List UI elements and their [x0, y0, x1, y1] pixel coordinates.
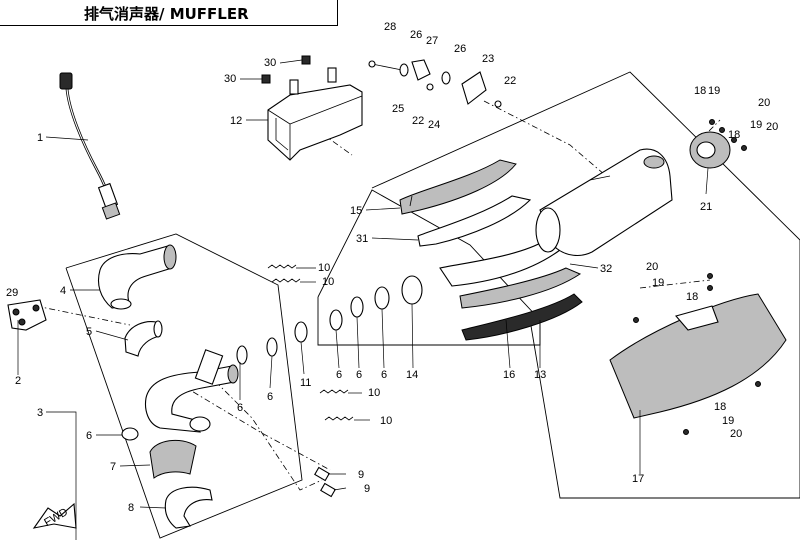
callout-30: 30 — [264, 57, 276, 69]
callout-10: 10 — [318, 262, 330, 274]
callout-20: 20 — [758, 97, 770, 109]
front-pipe-part-4 — [97, 244, 177, 310]
callout-1: 1 — [37, 132, 43, 144]
callout-20: 20 — [730, 428, 742, 440]
callout-10: 10 — [322, 276, 334, 288]
callout-22: 22 — [412, 115, 424, 127]
tail-pipe-part-16 — [439, 239, 583, 341]
callout-18: 18 — [728, 129, 740, 141]
callout-30: 30 — [224, 73, 236, 85]
connector-pipe-part-5 — [124, 320, 163, 357]
callout-11: 11 — [300, 377, 311, 389]
centerline — [205, 371, 323, 491]
callout-28: 28 — [384, 21, 396, 33]
callout-19: 19 — [750, 119, 762, 131]
forward-arrow-icon: FWD — [32, 502, 77, 529]
group-frame-muffler — [371, 71, 800, 499]
fasteners-18-19-20 — [633, 119, 761, 435]
centerline — [483, 100, 606, 176]
callout-26: 26 — [454, 43, 466, 55]
callout-27: 27 — [426, 35, 438, 47]
flange-bracket-part-2 — [7, 299, 47, 331]
callout-7: 7 — [110, 461, 116, 473]
callout-32: 32 — [600, 263, 612, 275]
callout-13: 13 — [534, 369, 546, 381]
muffler-body — [535, 148, 673, 257]
end-cap-part-21 — [689, 131, 731, 169]
callout-20: 20 — [646, 261, 658, 273]
heat-shield-part-17 — [609, 293, 787, 419]
leader-lines — [17, 59, 709, 540]
callout-16: 16 — [503, 369, 515, 381]
diagram-title: 排气消声器/ MUFFLER — [84, 5, 249, 23]
group-frame-3 — [65, 233, 303, 539]
callout-19: 19 — [652, 277, 664, 289]
bolts-part-9 — [314, 466, 336, 498]
springs-part-10 — [267, 264, 354, 421]
centerline — [639, 279, 711, 289]
callout-14: 14 — [406, 369, 418, 381]
callout-labels: 1 2 3 4 5 6 6 6 6 6 6 7 8 9 9 10 10 10 1… — [6, 21, 778, 514]
callout-18: 18 — [714, 401, 726, 413]
heat-shield-part-31 — [417, 195, 532, 247]
callout-22: 22 — [504, 75, 516, 87]
callout-6: 6 — [381, 369, 387, 381]
callout-25: 25 — [392, 103, 404, 115]
callout-10: 10 — [368, 387, 380, 399]
callout-15: 15 — [350, 205, 362, 217]
callout-18: 18 — [694, 85, 706, 97]
callout-20: 20 — [766, 121, 778, 133]
callout-19: 19 — [722, 415, 734, 427]
callout-9: 9 — [364, 483, 370, 495]
heat-shield-part-7 — [149, 439, 197, 479]
callout-29: 29 — [6, 287, 18, 299]
callout-17: 17 — [632, 473, 644, 485]
callout-6: 6 — [86, 430, 92, 442]
heat-shield-part-12 — [267, 67, 363, 161]
callout-10: 10 — [380, 415, 392, 427]
callout-3: 3 — [37, 407, 43, 419]
callout-21: 21 — [700, 201, 712, 213]
callout-4: 4 — [60, 285, 66, 297]
callout-24: 24 — [428, 119, 440, 131]
callout-18: 18 — [686, 291, 698, 303]
callout-5: 5 — [86, 326, 92, 338]
callout-6: 6 — [237, 402, 243, 414]
clamp-rings — [121, 275, 423, 441]
callout-6: 6 — [267, 391, 273, 403]
heat-shield-part-15 — [399, 159, 517, 215]
callout-19: 19 — [708, 85, 720, 97]
callout-6: 6 — [336, 369, 342, 381]
centerline — [169, 377, 331, 471]
callout-23: 23 — [482, 53, 494, 65]
callout-26: 26 — [410, 29, 422, 41]
oxygen-sensor-part-1 — [59, 72, 121, 220]
callout-2: 2 — [15, 375, 21, 387]
header-pipe-assembly — [144, 349, 239, 433]
callout-6: 6 — [356, 369, 362, 381]
hanger-assembly — [368, 59, 502, 108]
callout-9: 9 — [358, 469, 364, 481]
title-box: 排气消声器/ MUFFLER — [0, 0, 338, 26]
pipe-part-8 — [164, 486, 213, 529]
callout-12: 12 — [230, 115, 242, 127]
callout-31: 31 — [356, 233, 368, 245]
centerline — [35, 305, 131, 326]
callout-8: 8 — [128, 502, 134, 514]
